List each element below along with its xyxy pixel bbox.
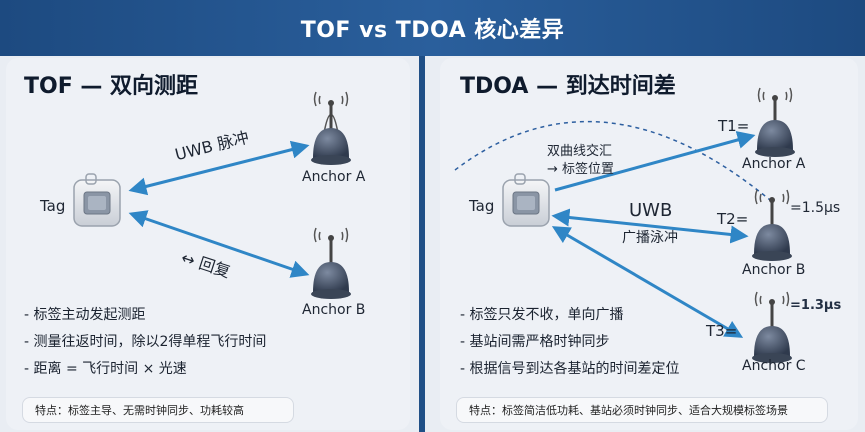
tdoa-t2-label: T2= (717, 210, 749, 228)
tof-bullet-2: - 测量往返时间，除以2得单程飞行时间 (24, 334, 267, 350)
tof-anchor-a-label: Anchor A (302, 169, 366, 185)
tdoa-t3-label: T3= (706, 322, 738, 340)
tdoa-anchor-a-label: Anchor A (742, 156, 806, 172)
tdoa-tag-label: Tag (469, 197, 495, 215)
tdoa-note: 特点：标签简洁低功耗、基站必须时钟同步、适合大规模标签场景 (456, 397, 828, 423)
tof-bullet-3: - 距离 = 飞行时间 × 光速 (24, 361, 187, 377)
tdoa-anchor-c-label: Anchor C (742, 358, 806, 374)
tof-arrow-to-anchor-a (128, 140, 310, 196)
tof-arrow-to-anchor-b (128, 210, 310, 278)
tof-heading: TOF — 双向测距 (24, 74, 199, 99)
tof-anchor-b-icon (311, 227, 351, 299)
page-title: TOF vs TDOA 核心差异 (300, 18, 565, 43)
tdoa-bullet-1: - 标签只发不收，单向广播 (460, 307, 624, 323)
tdoa-hyperbola-note-line1: 双曲线交汇 (547, 144, 613, 159)
tof-bullet-1: - 标签主动发起测距 (24, 307, 146, 323)
tof-anchor-b-label: Anchor B (302, 302, 366, 318)
tof-anchor-a-icon (311, 91, 351, 165)
tdoa-t1-label: T1= (718, 117, 750, 135)
tdoa-bullet-2: - 基站间需严格时钟同步 (460, 334, 610, 350)
tdoa-broadcast-label: 广播泳冲 (622, 230, 678, 246)
tdoa-uwb-label: UWB (629, 200, 673, 221)
tdoa-bullet-3: - 根据信号到达各基站的时间差定位 (460, 361, 680, 377)
tdoa-t3-value: =1.3μs (790, 298, 842, 313)
tdoa-anchor-b-label: Anchor B (742, 262, 806, 278)
tdoa-hyperbola-note-line2: → 标签位置 (547, 162, 615, 177)
tof-tag-label: Tag (40, 197, 66, 215)
tdoa-arrow-to-anchor-a (554, 131, 756, 192)
tdoa-arrow-to-anchor-c (551, 226, 744, 338)
tdoa-t2-value: =1.5μs (790, 200, 841, 216)
tdoa-anchor-b-icon (752, 189, 792, 261)
tdoa-hyperbola-curve (454, 120, 771, 201)
tdoa-anchor-a-icon (755, 87, 795, 157)
tof-tag-icon (73, 173, 121, 227)
tdoa-heading: TDOA — 到达时间差 (460, 74, 676, 99)
tdoa-anchor-c-icon (752, 291, 792, 363)
tdoa-tag-icon (502, 173, 550, 227)
tof-note: 特点：标签主导、无需时钟同步、功耗较高 (22, 397, 294, 423)
